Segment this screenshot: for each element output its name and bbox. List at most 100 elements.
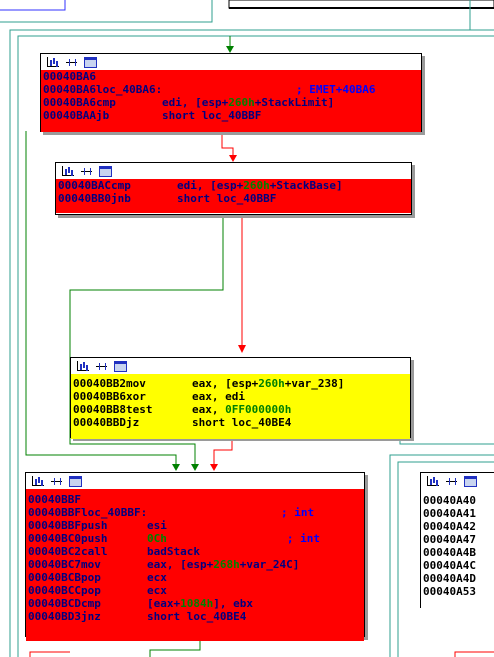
graph-icon[interactable]: [96, 362, 107, 371]
window-icon[interactable]: [99, 165, 112, 177]
address: 00040A53: [423, 585, 476, 598]
operand: +StackLimit]: [254, 96, 335, 109]
node-stub: [228, 0, 494, 9]
address: 00040A47: [423, 533, 476, 546]
comment: ; EMET+40BA6: [295, 83, 376, 96]
graph-icon[interactable]: [446, 477, 457, 486]
edge: [213, 437, 233, 467]
operand-number: 260h: [258, 377, 285, 390]
mnemonic: mov: [80, 558, 101, 571]
code-line[interactable]: 00040A42: [423, 520, 494, 533]
mnemonic: jnb: [110, 192, 131, 205]
graph-icon[interactable]: [66, 58, 77, 67]
operand: badStack: [146, 545, 200, 558]
comment: ; int: [286, 532, 320, 545]
bar-chart-icon[interactable]: [32, 476, 44, 486]
label: loc_40BBF:: [80, 506, 148, 519]
address: 00040BCC: [28, 584, 81, 597]
mnemonic: push: [80, 519, 108, 532]
window-icon[interactable]: [114, 360, 127, 372]
block-toolbar: [41, 54, 421, 70]
address: 00040BAC: [58, 179, 111, 192]
mnemonic: jz: [125, 416, 140, 429]
operand: eax,: [191, 403, 226, 416]
bar-chart-icon[interactable]: [427, 476, 439, 486]
address: 00040BBF: [28, 506, 81, 519]
window-icon[interactable]: [69, 475, 82, 487]
arrow-head: [191, 464, 199, 471]
mnemonic: cmp: [110, 179, 131, 192]
code-line[interactable]: 00040BCD cmp[eax+1084h], ebx: [28, 597, 362, 610]
operand: [eax+: [146, 597, 181, 610]
code-line[interactable]: 00040BBF: [28, 493, 362, 506]
mnemonic: pop: [80, 571, 101, 584]
code-line[interactable]: 00040A4D: [423, 572, 494, 585]
edge: [0, 0, 66, 11]
code-line[interactable]: 00040A4B: [423, 546, 494, 559]
graph-icon[interactable]: [81, 167, 92, 176]
code-line[interactable]: 00040A53: [423, 585, 494, 598]
mnemonic: cmp: [95, 96, 116, 109]
code-line[interactable]: 00040BA6 loc_40BA6:; EMET+40BA6: [43, 83, 419, 96]
code-line[interactable]: 00040A40: [423, 494, 494, 507]
bar-chart-icon[interactable]: [47, 57, 59, 67]
operand: short loc_40BBF: [176, 192, 277, 205]
operand: edi, [esp+: [176, 179, 244, 192]
operand: +var_24C]: [239, 558, 300, 571]
code-line[interactable]: 00040A41: [423, 507, 494, 520]
operand-number: 260h: [228, 96, 255, 109]
block-toolbar: [56, 163, 411, 179]
address: 00040BB8: [73, 403, 126, 416]
address: 00040BC0: [28, 532, 81, 545]
code-line[interactable]: 00040BCB pop ecx: [28, 571, 362, 584]
operand-number: 0Ch: [146, 532, 167, 545]
operand: eax, edi: [191, 390, 245, 403]
code-line[interactable]: 00040BBF loc_40BBF:; int: [28, 506, 362, 519]
window-icon[interactable]: [84, 56, 97, 68]
operand: short loc_40BE4: [146, 610, 247, 623]
code-line[interactable]: 00040A4C: [423, 559, 494, 572]
operand: eax, [esp+: [191, 377, 259, 390]
address: 00040BBD: [73, 416, 126, 429]
edge: [397, 461, 494, 657]
bar-chart-icon[interactable]: [62, 166, 74, 176]
arrow-head: [226, 46, 234, 53]
operand: ecx: [146, 571, 167, 584]
mnemonic: jb: [95, 109, 110, 122]
code-line[interactable]: 00040A47: [423, 533, 494, 546]
graph-icon[interactable]: [51, 477, 62, 486]
bar-chart-icon[interactable]: [77, 361, 89, 371]
arrow-head: [172, 464, 180, 471]
operand: +StackBase]: [269, 179, 343, 192]
window-icon[interactable]: [464, 475, 477, 487]
edge: [149, 636, 201, 657]
address: 00040BA6: [43, 70, 96, 83]
address: 00040BCD: [28, 597, 81, 610]
address: 00040BCB: [28, 571, 81, 584]
code-line[interactable]: 00040BA6: [43, 70, 419, 83]
